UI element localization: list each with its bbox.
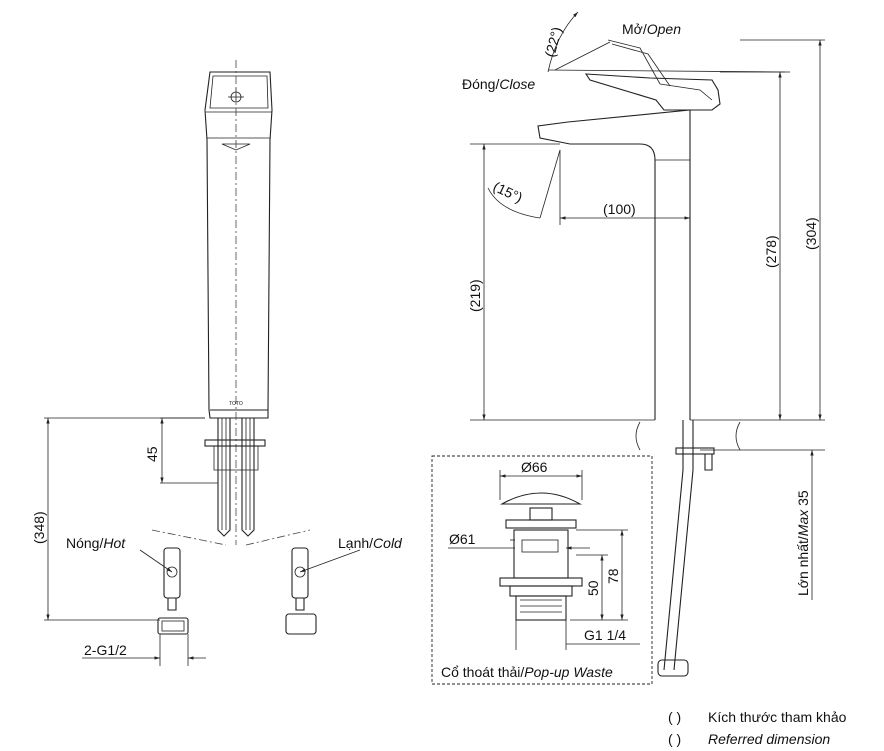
dim-45: 45: [144, 446, 160, 462]
angle-15: (15°): [491, 178, 525, 205]
pop-up-waste-label: Cổ thoát thải/Pop-up Waste: [441, 664, 613, 680]
dim-304: (304): [803, 217, 819, 250]
dim-348: (348): [31, 511, 47, 544]
thread-g114: G1 1/4: [584, 627, 626, 643]
dim-100: (100): [603, 201, 636, 217]
dim-78: 78: [605, 568, 621, 584]
close-label: Đóng/Close: [462, 76, 535, 92]
max-35-label: Lớn nhất/Max 35: [795, 490, 811, 596]
pop-up-waste: [431, 455, 653, 685]
legend-paren-2: ( ): [668, 731, 681, 747]
hot-label: Nóng/Hot: [66, 535, 126, 551]
legend-vi: Kích thước tham khảo: [708, 709, 847, 725]
angle-22: (22°): [541, 25, 564, 59]
dia-66: Ø66: [521, 459, 548, 475]
brand-logo: TOTO: [229, 401, 243, 407]
side-view: [470, 11, 825, 677]
open-label: Mở/Open: [622, 21, 681, 37]
dia-61: Ø61: [449, 531, 476, 547]
cold-hose: [285, 547, 317, 635]
cold-label: Lạnh/Cold: [338, 535, 403, 551]
dim-50: 50: [585, 580, 601, 596]
dim-278: (278): [763, 235, 779, 268]
front-view: TOTO: [44, 60, 361, 666]
legend-paren-1: ( ): [668, 709, 681, 725]
hot-hose: [157, 547, 189, 635]
dim-219: (219): [467, 279, 483, 312]
thread-size: 2-G1/2: [84, 642, 127, 658]
legend-en: Referred dimension: [708, 731, 830, 747]
legend: ( ) Kích thước tham khảo ( ) Referred di…: [668, 709, 847, 747]
